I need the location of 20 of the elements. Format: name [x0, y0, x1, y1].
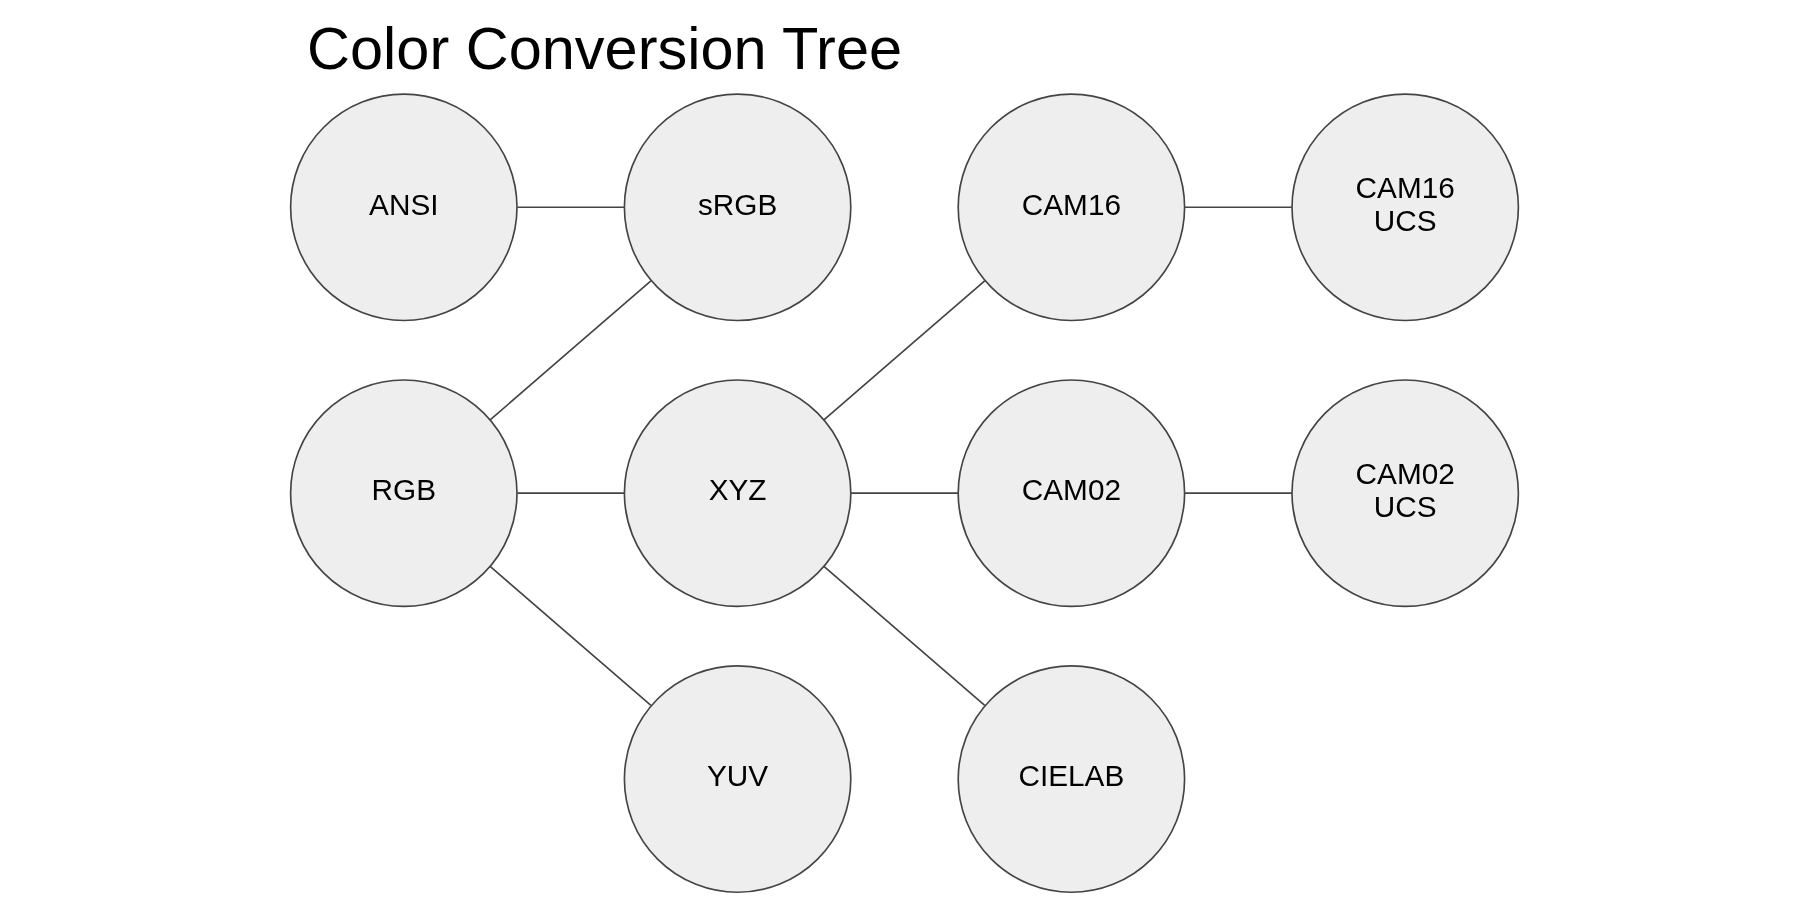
connector	[849, 492, 959, 494]
node-circle: ANSI	[289, 93, 518, 322]
diagram-title: Color Conversion Tree	[306, 14, 902, 82]
connector	[1183, 492, 1293, 494]
connector	[1183, 206, 1293, 209]
node-circle: CAM16 UCS	[1290, 93, 1519, 322]
node-circle: CAM16	[956, 93, 1185, 322]
connector	[822, 565, 986, 707]
node-circle: CAM02 UCS	[1290, 379, 1519, 608]
connector	[488, 565, 652, 707]
node-circle: CAM02	[956, 379, 1185, 608]
connector	[488, 280, 652, 421]
connector	[516, 492, 625, 494]
node-circle: RGB	[289, 379, 518, 608]
node-circle: sRGB	[623, 93, 852, 322]
node-circle: YUV	[623, 665, 852, 894]
node-circle: CIELAB	[956, 665, 1185, 894]
connector	[822, 280, 986, 421]
connector	[516, 206, 625, 209]
node-circle: XYZ	[623, 379, 852, 608]
